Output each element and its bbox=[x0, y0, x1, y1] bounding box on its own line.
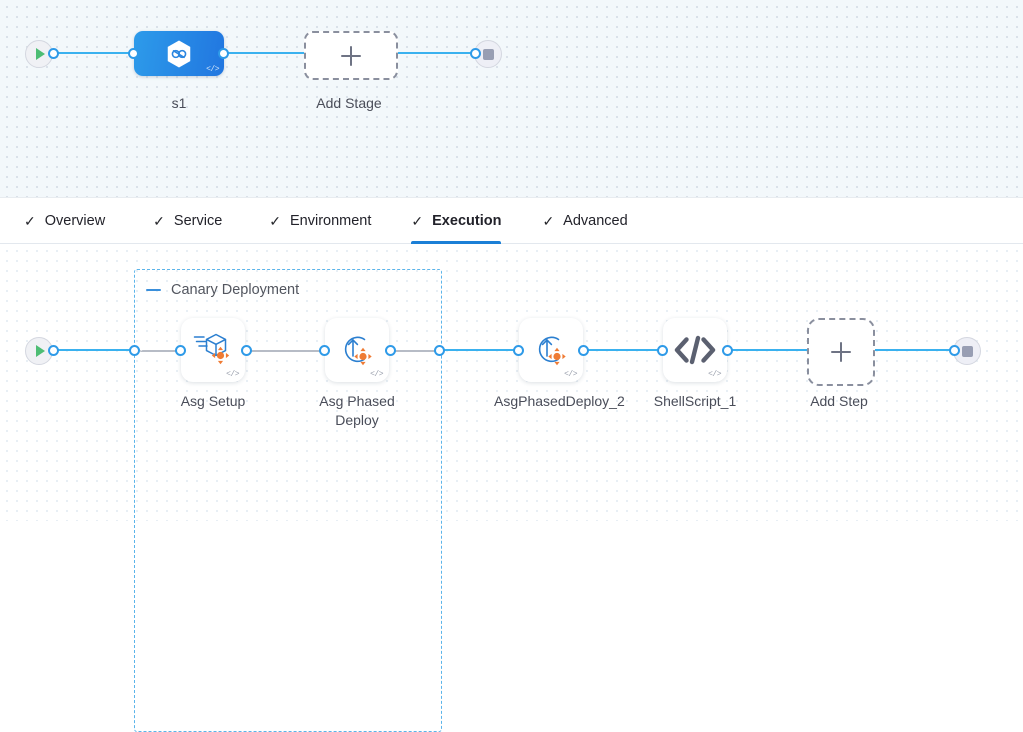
port-asgphaseddeploy-2-in[interactable] bbox=[513, 345, 524, 356]
play-icon bbox=[36, 345, 45, 357]
step-node-shellscript-1[interactable]: </> bbox=[663, 318, 727, 382]
port-stage-in[interactable] bbox=[128, 48, 139, 59]
code-brackets-icon bbox=[674, 335, 716, 365]
edge-step1-to-step2 bbox=[247, 350, 329, 352]
edge-step4-to-addstep bbox=[726, 349, 811, 352]
port-group-in[interactable] bbox=[129, 345, 140, 356]
edge-step3-to-step4 bbox=[583, 349, 668, 352]
tab-environment[interactable]: ✓ Environment bbox=[269, 197, 371, 244]
port-asg-phased-deploy-out[interactable] bbox=[385, 345, 396, 356]
step-node-asg-setup[interactable]: </> bbox=[181, 318, 245, 382]
edge-addstep-to-end bbox=[870, 349, 955, 352]
port-asgphaseddeploy-2-out[interactable] bbox=[578, 345, 589, 356]
plus-icon bbox=[341, 45, 361, 66]
port-shellscript-1-in[interactable] bbox=[657, 345, 668, 356]
step-group-header[interactable]: Canary Deployment bbox=[146, 282, 299, 298]
plus-icon bbox=[831, 342, 851, 362]
check-icon: ✓ bbox=[542, 212, 555, 229]
add-step-label: Add Step bbox=[810, 393, 868, 409]
step-label-asg-phased-deploy: Asg Phased Deploy bbox=[319, 393, 395, 428]
stage-label-s1: s1 bbox=[171, 95, 187, 111]
add-stage-label: Add Stage bbox=[316, 95, 382, 111]
minus-icon[interactable] bbox=[146, 288, 161, 292]
edge-stage-to-addstage bbox=[220, 52, 310, 55]
tab-overview-label: Overview bbox=[44, 212, 106, 229]
asg-setup-box-icon bbox=[193, 333, 230, 365]
check-icon: ✓ bbox=[24, 212, 36, 229]
port-exec-end-in[interactable] bbox=[949, 345, 960, 356]
tab-advanced[interactable]: ✓ Advanced bbox=[542, 197, 627, 244]
edge-exec-start-to-group bbox=[44, 349, 140, 352]
check-icon: ✓ bbox=[411, 212, 424, 229]
edge-group-to-step3 bbox=[440, 349, 524, 352]
port-start-out[interactable] bbox=[48, 48, 59, 59]
step-code-badge: </> bbox=[564, 370, 577, 379]
port-end-in[interactable] bbox=[470, 48, 481, 59]
port-stage-out[interactable] bbox=[218, 48, 229, 59]
add-step-button[interactable] bbox=[807, 318, 875, 386]
tab-advanced-label: Advanced bbox=[563, 212, 628, 229]
execution-canvas[interactable]: Canary Deployment bbox=[0, 244, 1023, 732]
tab-active-underline bbox=[411, 241, 502, 244]
port-asg-setup-in[interactable] bbox=[175, 345, 186, 356]
step-code-badge: </> bbox=[708, 370, 721, 379]
play-icon bbox=[36, 48, 45, 60]
asg-deploy-refresh-icon bbox=[538, 336, 566, 366]
tab-environment-label: Environment bbox=[290, 212, 372, 229]
stage-code-badge: </> bbox=[206, 65, 219, 74]
edge-group-in-to-step1 bbox=[140, 350, 184, 352]
edge-addstage-to-end bbox=[390, 52, 485, 55]
tab-overview[interactable]: ✓ Overview bbox=[24, 197, 105, 244]
add-stage-button[interactable] bbox=[304, 31, 398, 80]
check-icon: ✓ bbox=[153, 212, 165, 229]
tab-service-label: Service bbox=[173, 212, 223, 229]
stage-config-tabs: ✓ Overview ✓ Service ✓ Environment ✓ Exe… bbox=[0, 197, 1023, 244]
tab-execution-label: Execution bbox=[432, 212, 502, 229]
step-node-asg-phased-deploy[interactable]: </> bbox=[325, 318, 389, 382]
stage-node-s1[interactable]: </> bbox=[134, 31, 224, 76]
edge-start-to-stage bbox=[44, 52, 140, 55]
port-shellscript-1-out[interactable] bbox=[722, 345, 733, 356]
step-group-title: Canary Deployment bbox=[171, 282, 300, 298]
edge-step2-to-group-out bbox=[391, 350, 439, 352]
stage-canvas[interactable]: </> s1 Add Stage bbox=[0, 0, 1023, 197]
step-code-badge: </> bbox=[370, 370, 383, 379]
step-label-shellscript-1: ShellScript_1 bbox=[653, 393, 737, 409]
asg-deploy-refresh-icon bbox=[344, 336, 372, 366]
step-node-asgphaseddeploy-2[interactable]: </> bbox=[519, 318, 583, 382]
step-code-badge: </> bbox=[226, 370, 239, 379]
tab-service[interactable]: ✓ Service bbox=[153, 197, 222, 244]
port-group-out[interactable] bbox=[434, 345, 445, 356]
tab-execution[interactable]: ✓ Execution bbox=[411, 197, 502, 244]
harness-hexagon-icon bbox=[167, 40, 191, 67]
port-asg-phased-deploy-in[interactable] bbox=[319, 345, 330, 356]
step-label-asg-setup: Asg Setup bbox=[180, 393, 246, 409]
port-exec-start-out[interactable] bbox=[48, 345, 59, 356]
stop-icon bbox=[482, 48, 494, 60]
check-icon: ✓ bbox=[269, 212, 281, 229]
stop-icon bbox=[961, 345, 973, 357]
step-label-asgphaseddeploy-2: AsgPhasedDeploy_2 bbox=[494, 393, 625, 409]
port-asg-setup-out[interactable] bbox=[241, 345, 252, 356]
